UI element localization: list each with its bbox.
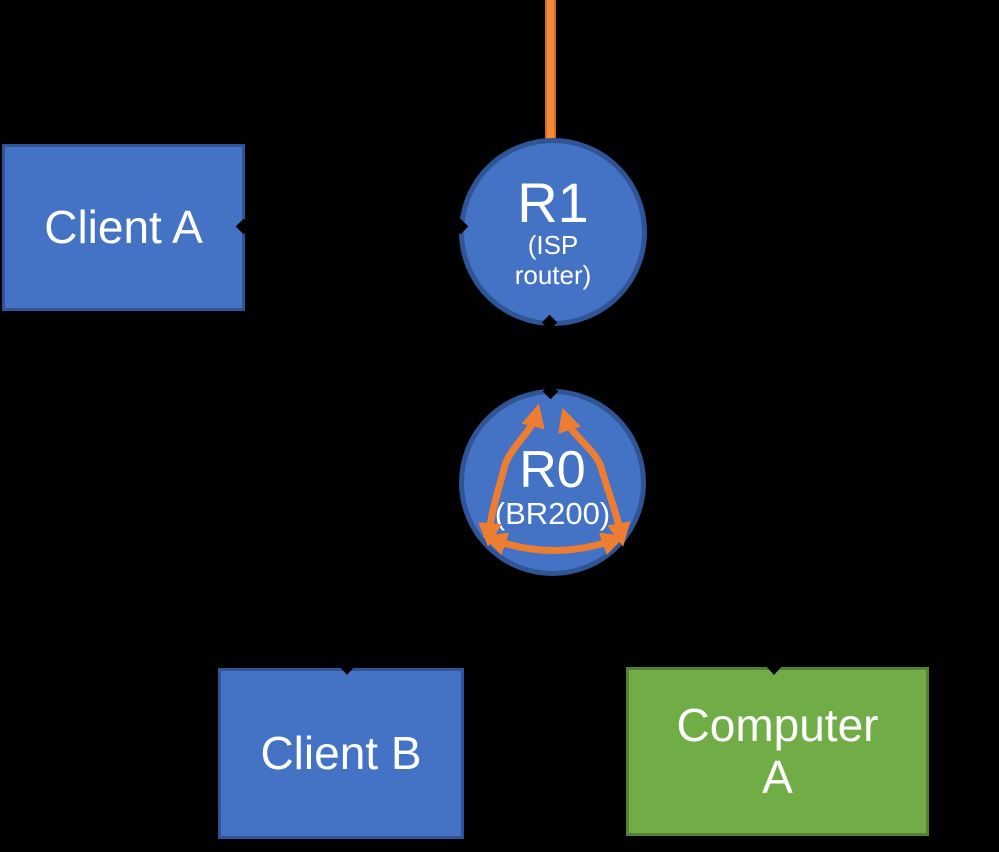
node-r0-br200-router: R0 (BR200) [459,389,646,576]
node-client-b: Client B [218,668,464,839]
node-client-a-label: Client A [44,200,203,253]
routing-arrows-icon [478,403,631,556]
connector-arrowhead-icon [765,665,783,675]
node-client-a: Client A [2,144,245,311]
wan-uplink-line-icon [545,0,556,140]
connector-arrowhead-icon [338,665,356,675]
node-r1-label: R1 [517,171,589,235]
node-computer-a-label: Computer A [676,698,879,803]
node-r1-sublabel: (ISP router) [514,230,592,290]
node-client-b-label: Client B [260,726,422,779]
node-computer-a: Computer A [626,667,929,836]
node-r1-isp-router: R1 (ISP router) [459,138,647,326]
